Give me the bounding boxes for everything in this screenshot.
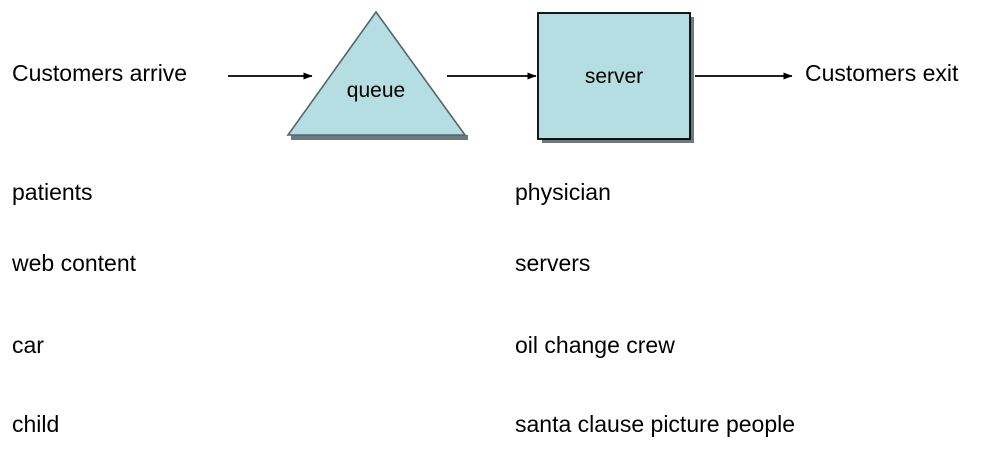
queue-example-2: web content	[12, 250, 137, 276]
server-shape-label: server	[584, 65, 644, 88]
server-example-3: oil change crew	[515, 332, 675, 358]
server-example-1: physician	[515, 179, 611, 205]
server-example-4: santa clause picture people	[515, 411, 796, 437]
customers-arrive-label: Customers arrive	[12, 60, 188, 86]
queue-example-4: child	[12, 411, 60, 437]
queue-shape	[286, 10, 467, 136]
queue-example-3: car	[12, 332, 44, 358]
queue-example-1: patients	[12, 179, 93, 205]
server-shape	[537, 12, 691, 140]
customers-exit-label: Customers exit	[805, 60, 959, 86]
server-example-2: servers	[515, 250, 591, 276]
queue-shape-label: queue	[346, 79, 406, 102]
